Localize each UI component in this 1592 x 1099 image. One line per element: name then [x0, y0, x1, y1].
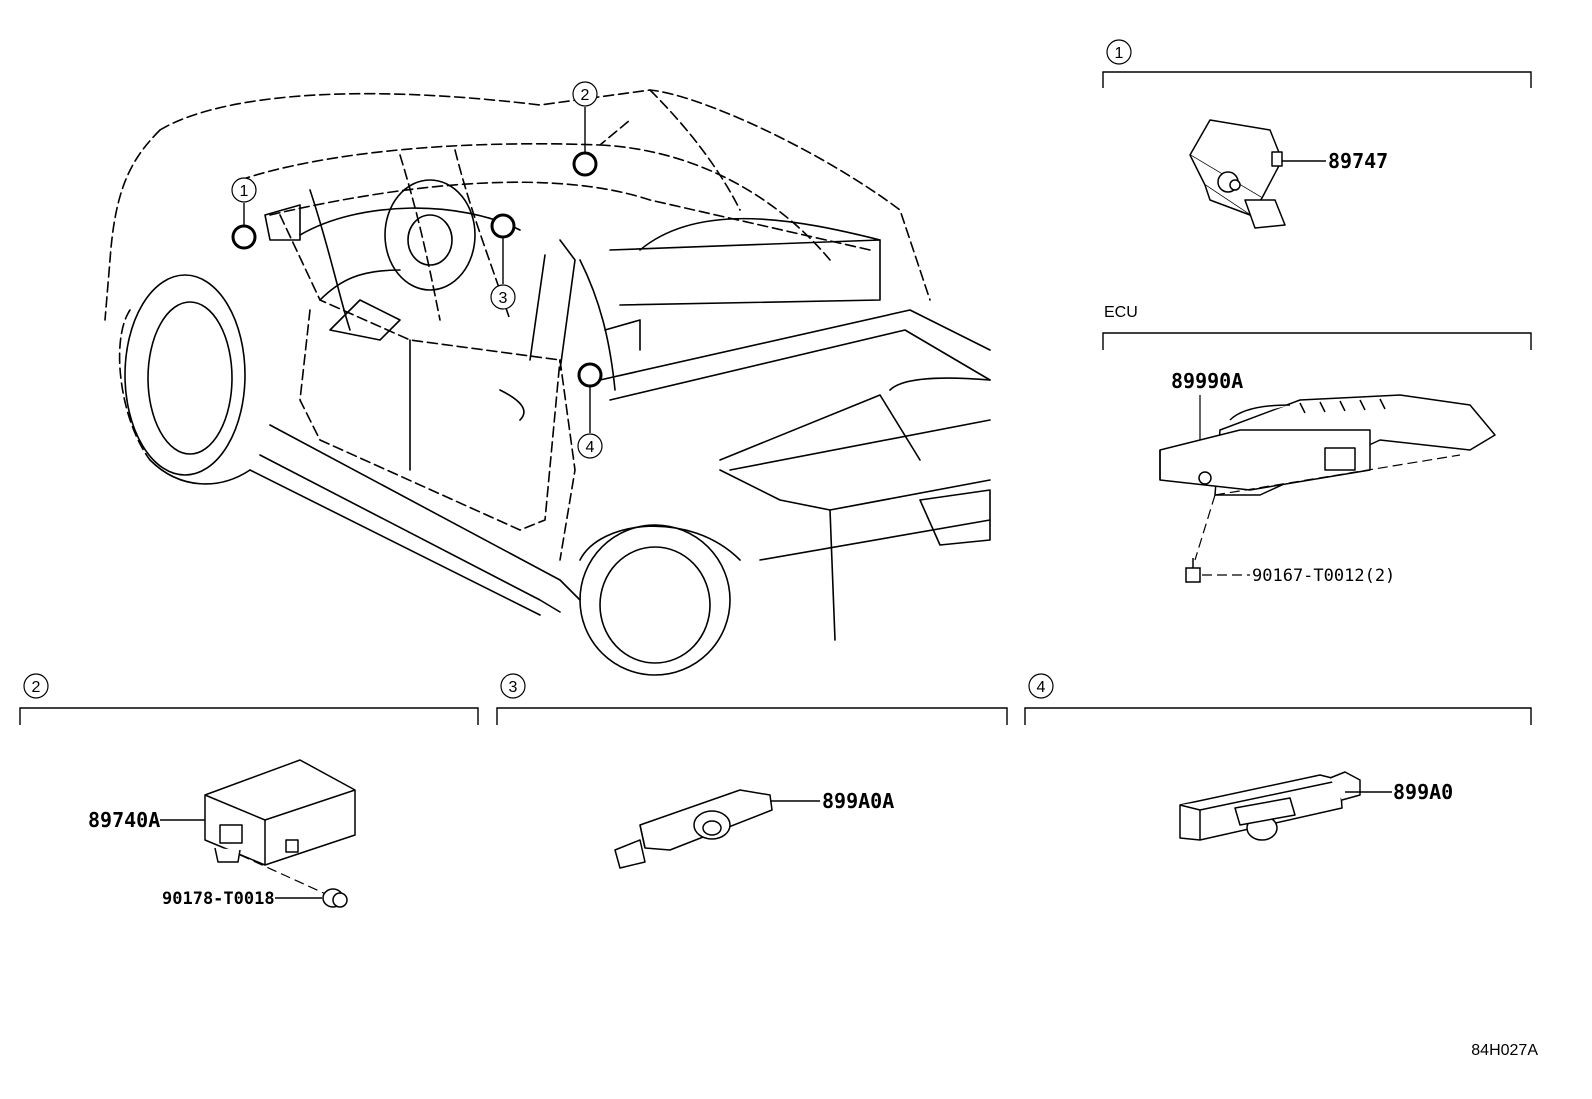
ecu-drawing: [1159, 394, 1496, 496]
section-3: 3 899A0A: [496, 673, 1008, 869]
part-number-90178-T0018: 90178-T0018: [162, 889, 275, 909]
diagram-code: 84H027A: [1471, 1042, 1538, 1059]
section-2-bracket: [19, 707, 479, 725]
section-3-marker-label: 3: [509, 679, 518, 696]
part-number-89990A: 89990A: [1171, 369, 1243, 393]
section-1-marker-label: 1: [1115, 45, 1124, 62]
section-2-marker-label: 2: [32, 679, 41, 696]
section-ecu: ECU 89990A 90167-T0012(2): [1102, 304, 1532, 586]
marker-1-label: 1: [240, 183, 249, 200]
marker-4-label: 4: [586, 439, 595, 456]
bolt-drawing: [1185, 558, 1201, 583]
section-1: 1 89747: [1102, 39, 1532, 229]
part-number-89740A: 89740A: [88, 808, 160, 832]
location-marker-2: 2: [572, 81, 598, 177]
section-4-bracket: [1024, 707, 1532, 725]
section-2-marker: [23, 673, 49, 699]
marker-3-label: 3: [499, 290, 508, 307]
section-3-marker: [500, 673, 526, 699]
module-89740A-drawing: [204, 759, 356, 866]
part-number-90167-T0012: 90167-T0012(2): [1252, 566, 1395, 586]
section-4-marker-label: 4: [1037, 679, 1046, 696]
sensor-89747-drawing: [1189, 119, 1286, 229]
ecu-title: ECU: [1104, 304, 1138, 321]
location-marker-3: 3: [490, 213, 516, 310]
part-number-899A0: 899A0: [1393, 780, 1453, 804]
ecu-bracket: [1102, 332, 1532, 350]
section-3-bracket: [496, 707, 1008, 725]
part-number-89747: 89747: [1328, 149, 1388, 173]
antenna-899A0-drawing: [1179, 771, 1361, 841]
section-4-marker: [1028, 673, 1054, 699]
location-marker-1: 1: [231, 177, 257, 250]
section-1-marker: [1106, 39, 1132, 65]
section-4: 4 899A0: [1024, 673, 1532, 841]
clip-drawing: [322, 888, 348, 908]
location-marker-4: 4: [577, 362, 603, 459]
antenna-899A0A-drawing: [614, 789, 773, 869]
marker-2-label: 2: [581, 87, 590, 104]
section-2: 2 89740A 90178-T0018: [19, 673, 479, 909]
section-1-bracket: [1102, 71, 1532, 88]
part-number-899A0A: 899A0A: [822, 789, 894, 813]
truck-illustration: [104, 89, 991, 676]
